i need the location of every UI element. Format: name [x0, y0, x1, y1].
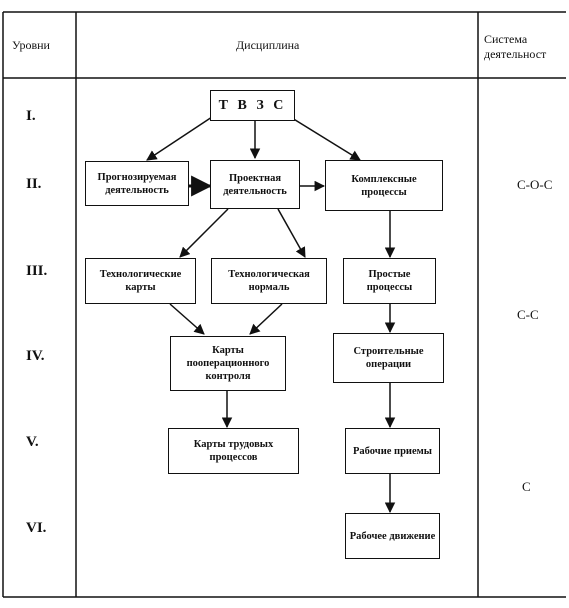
level-2: II. [26, 176, 42, 192]
level-1: I. [26, 108, 36, 124]
arrow-design-technorm [277, 208, 306, 258]
level-6: VI. [26, 520, 47, 536]
box-tech-cards: Технологические карты [85, 258, 196, 304]
arrow-tvzs-complex [291, 117, 361, 161]
box-work-methods: Рабочие приемы [345, 428, 440, 474]
level-3: III. [26, 263, 48, 279]
level-4: IV. [26, 348, 45, 364]
header-system: Система деятельност [484, 32, 547, 61]
box-construction-ops: Строительные операции [333, 333, 444, 383]
box-tvzs: Т В З С [210, 90, 295, 121]
box-labor-cards: Карты трудовых процессов [168, 428, 299, 474]
box-forecast: Прогнозируемая деятельность [85, 161, 189, 206]
box-work-motion: Рабочее движение [345, 513, 440, 559]
box-design: Проектная деятельность [210, 160, 300, 209]
box-op-control: Карты пооперационного контроля [170, 336, 286, 391]
arrow-techcards-opcontrol [169, 303, 205, 335]
arrow-design-techcards [179, 208, 229, 258]
header-discipline: Дисциплина [236, 38, 300, 52]
box-complex: Комплексные процессы [325, 160, 443, 211]
system-s-o-s: С-О-С [517, 177, 553, 192]
arrow-technorm-opcontrol [249, 303, 283, 335]
system-s: С [522, 479, 531, 494]
box-tech-norm: Технологическая нормаль [211, 258, 327, 304]
box-simple: Простые процессы [343, 258, 436, 304]
level-5: V. [26, 434, 39, 450]
arrow-tvzs-forecast [146, 116, 213, 161]
system-s-s: С-С [517, 307, 539, 322]
header-levels: Уровни [12, 38, 50, 52]
